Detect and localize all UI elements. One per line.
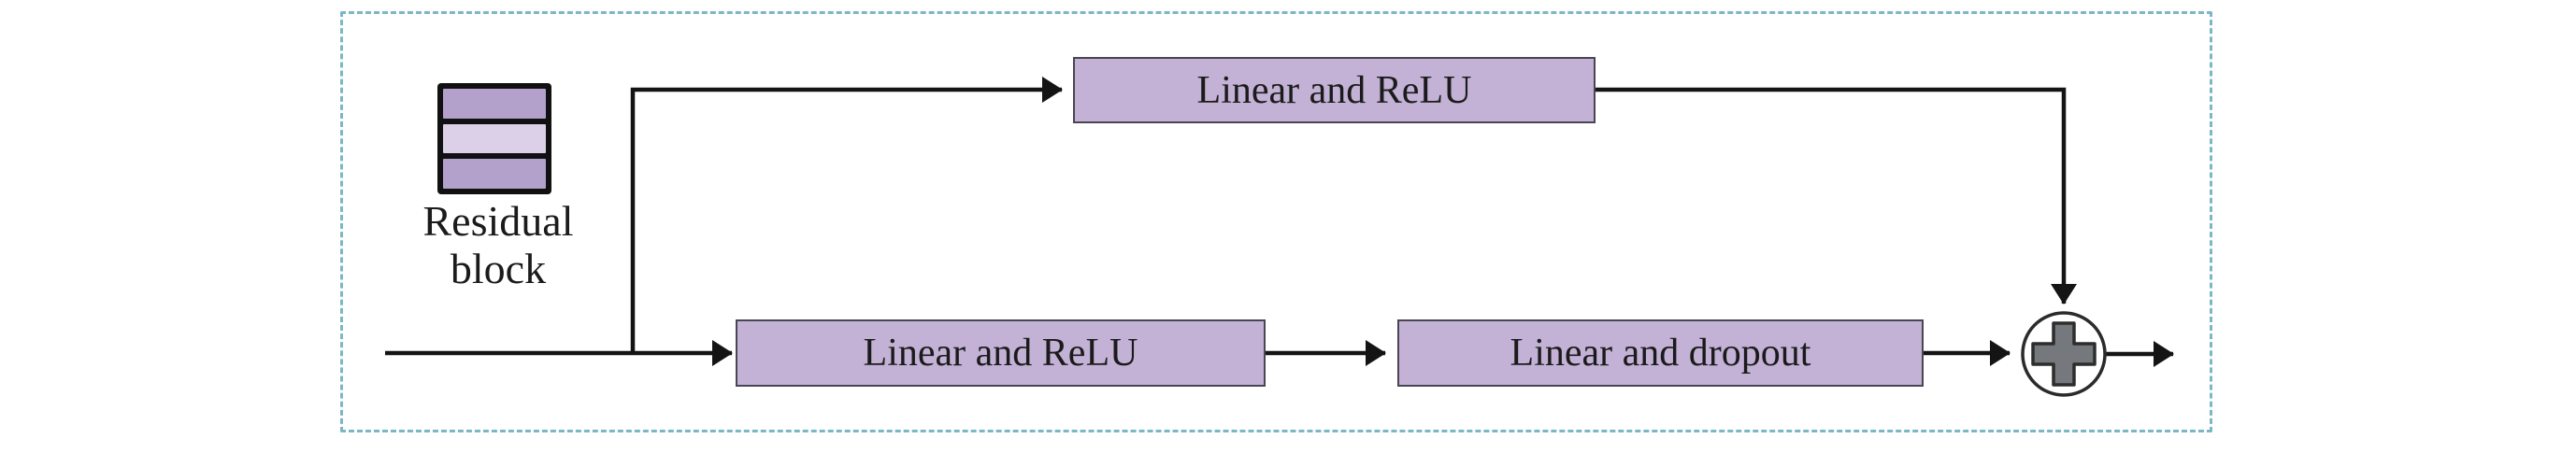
residual-stack-icon: [437, 83, 551, 194]
dashed-container-border: [340, 11, 2212, 432]
node-label: Linear and ReLU: [863, 332, 1138, 375]
node-linear-relu-main: Linear and ReLU: [736, 319, 1266, 387]
layer-stripe-middle: [443, 123, 546, 154]
layer-stripe-bottom: [443, 159, 546, 190]
skip-branch-connector: [630, 77, 1063, 355]
node-linear-relu-skip: Linear and ReLU: [1073, 57, 1596, 123]
node-label: Linear and ReLU: [1196, 68, 1472, 112]
layer-stripe-top: [443, 89, 546, 119]
residual-block-label: Residual block: [422, 197, 574, 292]
node-label: Linear and dropout: [1510, 332, 1811, 375]
node-linear-dropout: Linear and dropout: [1397, 319, 1924, 387]
skip-to-add-connector: [1596, 87, 2077, 304]
plus-icon: [2031, 321, 2097, 387]
